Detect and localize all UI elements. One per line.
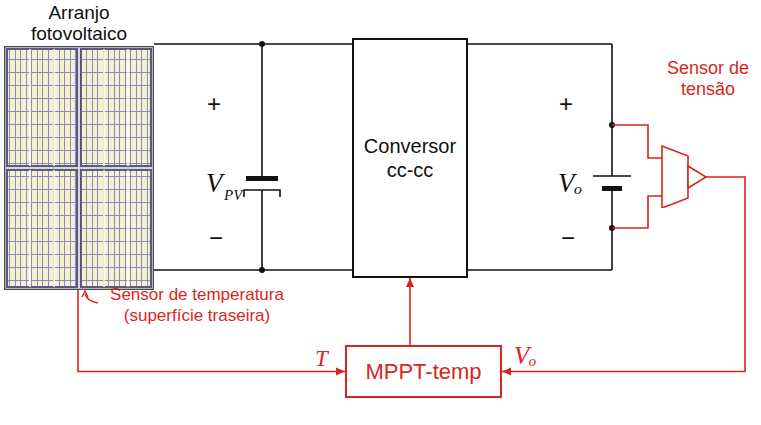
converter-label: Conversor cc-cc — [360, 134, 460, 182]
array-heading: Arranjo fotovoltaico — [4, 2, 154, 44]
voltage-sensor: Sensor de tensão — [648, 58, 756, 208]
wire — [612, 125, 662, 228]
pv-cell-graphic — [7, 49, 77, 166]
polarity-sign: + — [559, 90, 573, 118]
polarity-sign: + — [207, 90, 221, 118]
capacitor-plate — [246, 176, 278, 181]
signal-label: Vₒ — [514, 343, 536, 368]
input-capacitor — [244, 44, 280, 270]
pv-cell-graphic — [7, 170, 77, 287]
leader-head — [82, 291, 88, 297]
pv-panel-drawing — [4, 46, 154, 290]
connector — [154, 44, 352, 270]
pv-cell-graphic — [30, 49, 128, 287]
wire — [502, 177, 745, 372]
pv-cell-graphic — [81, 49, 151, 166]
polarity-sign: − — [209, 224, 223, 252]
converter-box: Conversor cc-cc — [352, 38, 468, 278]
capacitor-lead — [261, 190, 263, 270]
battery-plate — [602, 186, 622, 191]
wire — [154, 44, 352, 270]
voltage-symbol: V — [206, 168, 223, 199]
wire — [468, 44, 612, 270]
polarity-sign: − — [561, 224, 575, 252]
controller-label: MPPT-temp — [365, 360, 481, 384]
connector — [410, 278, 411, 345]
output-battery — [593, 44, 631, 270]
signal-label: T — [315, 347, 328, 370]
amplifier-symbol — [688, 166, 706, 188]
amplifier-symbol — [662, 146, 688, 208]
pv-cell-graphic — [5, 47, 154, 290]
battery-plate — [593, 175, 631, 177]
mppt-box: MPPT-temp — [345, 345, 502, 398]
voltage-subscript: PV — [224, 187, 242, 204]
sensor-label: Sensor de tensão — [662, 58, 754, 100]
capacitor-lead — [261, 44, 263, 178]
pv-cell-graphic — [81, 170, 151, 287]
battery-lead — [611, 44, 613, 176]
connector — [502, 177, 745, 372]
sensor-callout: Sensor de temperatura (superfície trasei… — [99, 284, 295, 326]
voltage-symbol: Vₒ — [558, 168, 582, 199]
wire — [409, 278, 411, 345]
pv-array: Arranjo fotovoltaico — [4, 2, 154, 290]
temperature-sensor-leader — [82, 291, 98, 303]
connector — [468, 44, 662, 270]
